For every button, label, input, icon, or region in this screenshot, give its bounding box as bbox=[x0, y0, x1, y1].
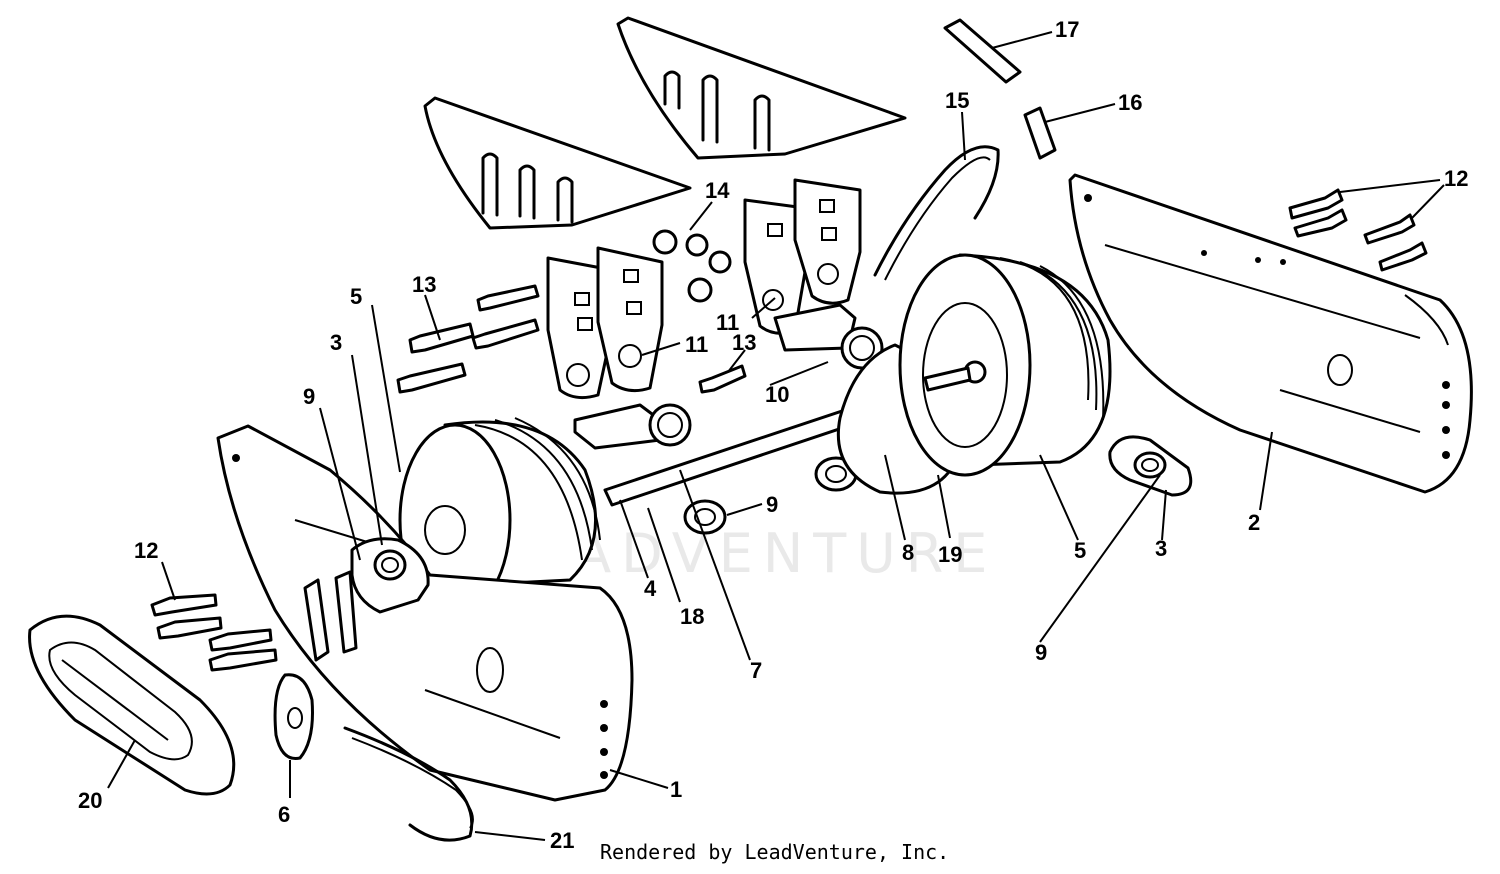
callout-16: 16 bbox=[1118, 90, 1142, 115]
tine-shield-left bbox=[423, 96, 692, 230]
nut-hardware-14 bbox=[652, 229, 732, 303]
flange-bearing-right bbox=[1108, 435, 1193, 497]
callout-5-right: 5 bbox=[1074, 538, 1086, 563]
bolt-hardware-13-left bbox=[396, 284, 540, 394]
flange-bearing-left bbox=[350, 537, 430, 614]
callout-12-right: 12 bbox=[1444, 166, 1468, 191]
render-credit: Rendered by LeadVenture, Inc. bbox=[600, 840, 950, 864]
sprocket-6 bbox=[273, 673, 314, 761]
callout-6: 6 bbox=[278, 802, 290, 827]
callout-21: 21 bbox=[550, 828, 574, 853]
spacer-shims bbox=[303, 570, 358, 662]
bracket-left bbox=[546, 246, 664, 400]
callout-7: 7 bbox=[750, 658, 762, 683]
callout-5-left: 5 bbox=[350, 284, 362, 309]
bolt-hardware-12-left bbox=[150, 593, 278, 672]
wheel-left bbox=[398, 417, 601, 617]
callout-8: 8 bbox=[902, 540, 914, 565]
callout-14: 14 bbox=[705, 178, 730, 203]
drive-chain-21 bbox=[343, 726, 474, 842]
callout-9-center: 9 bbox=[766, 492, 778, 517]
guide-plate bbox=[573, 303, 857, 450]
callout-11-right: 11 bbox=[716, 310, 739, 335]
bolt-hardware-13-center bbox=[698, 364, 747, 394]
callout-18: 18 bbox=[680, 604, 704, 629]
master-link-17 bbox=[943, 18, 1022, 84]
callout-10: 10 bbox=[765, 382, 789, 407]
callout-3-right: 3 bbox=[1155, 536, 1167, 561]
callout-19: 19 bbox=[938, 542, 962, 567]
callout-15: 15 bbox=[945, 88, 969, 113]
callout-12-left: 12 bbox=[134, 538, 158, 563]
callout-4: 4 bbox=[644, 576, 657, 601]
callout-2: 2 bbox=[1248, 510, 1260, 535]
callout-labels: 1 2 3 3 4 5 5 6 7 8 9 9 9 10 11 11 12 12… bbox=[78, 17, 1468, 853]
bolt-hardware-12-right bbox=[1288, 188, 1428, 272]
link-clip-16 bbox=[1023, 106, 1057, 160]
chain-case-right bbox=[1068, 173, 1473, 494]
callout-11-left: 11 bbox=[685, 332, 708, 357]
callout-9-right: 9 bbox=[1035, 640, 1047, 665]
callout-1: 1 bbox=[670, 777, 682, 802]
wheel-right bbox=[898, 253, 1112, 477]
callout-13-center: 13 bbox=[732, 330, 756, 355]
bearing-10 bbox=[648, 326, 884, 447]
callout-20: 20 bbox=[78, 788, 102, 813]
tine-shield-right bbox=[616, 16, 907, 160]
callout-13-left: 13 bbox=[412, 272, 436, 297]
leader-lines bbox=[107, 31, 1445, 841]
bracket-right bbox=[743, 178, 862, 335]
callout-17: 17 bbox=[1055, 17, 1079, 42]
callout-9-left: 9 bbox=[303, 384, 315, 409]
callout-3-left: 3 bbox=[330, 330, 342, 355]
chain-cover-20 bbox=[28, 614, 236, 796]
